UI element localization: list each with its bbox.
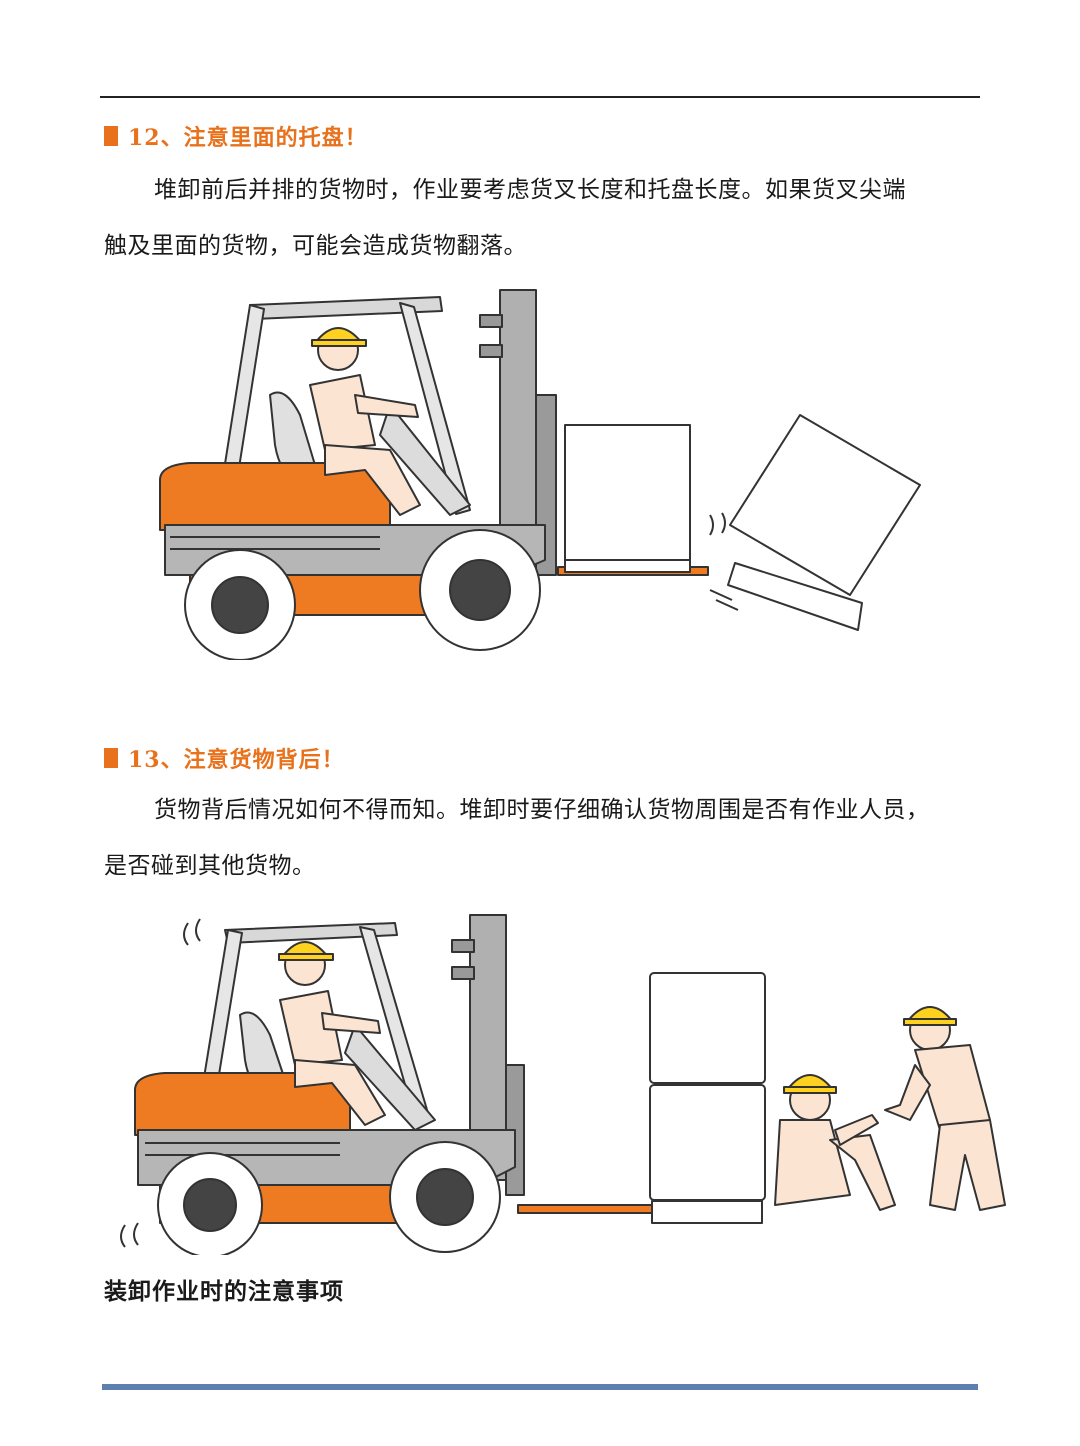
forklift-tipping-pallet-illustration xyxy=(159,289,921,660)
section-12-heading: 12、注意里面的托盘！ xyxy=(104,120,368,152)
forklift-workers-behind-cargo-illustration xyxy=(120,914,1006,1255)
section-13-line-2: 是否碰到其他货物。 xyxy=(104,853,316,879)
footer-title: 装卸作业时的注意事项 xyxy=(104,1278,344,1305)
section-13-heading: 13、注意货物背后！ xyxy=(104,742,345,774)
top-rule xyxy=(100,96,980,98)
section-13-paragraph: 货物背后情况如何不得而知。堆卸时要仔细确认货物周围是否有作业人员， 是否碰到其他… xyxy=(104,782,984,894)
section-12-paragraph: 堆卸前后并排的货物时，作业要考虑货叉长度和托盘长度。如果货叉尖端 触及里面的货物… xyxy=(104,162,984,274)
section-12-line-2: 触及里面的货物，可能会造成货物翻落。 xyxy=(104,233,527,259)
section-12-heading-text: 12、注意里面的托盘！ xyxy=(128,125,368,151)
bottom-rule xyxy=(102,1384,978,1390)
heading-marker xyxy=(104,126,118,146)
section-13-line-1: 货物背后情况如何不得而知。堆卸时要仔细确认货物周围是否有作业人员， xyxy=(154,797,930,823)
heading-marker xyxy=(104,748,118,768)
section-12-line-1: 堆卸前后并排的货物时，作业要考虑货叉长度和托盘长度。如果货叉尖端 xyxy=(154,177,906,203)
section-13-heading-text: 13、注意货物背后！ xyxy=(128,747,345,773)
